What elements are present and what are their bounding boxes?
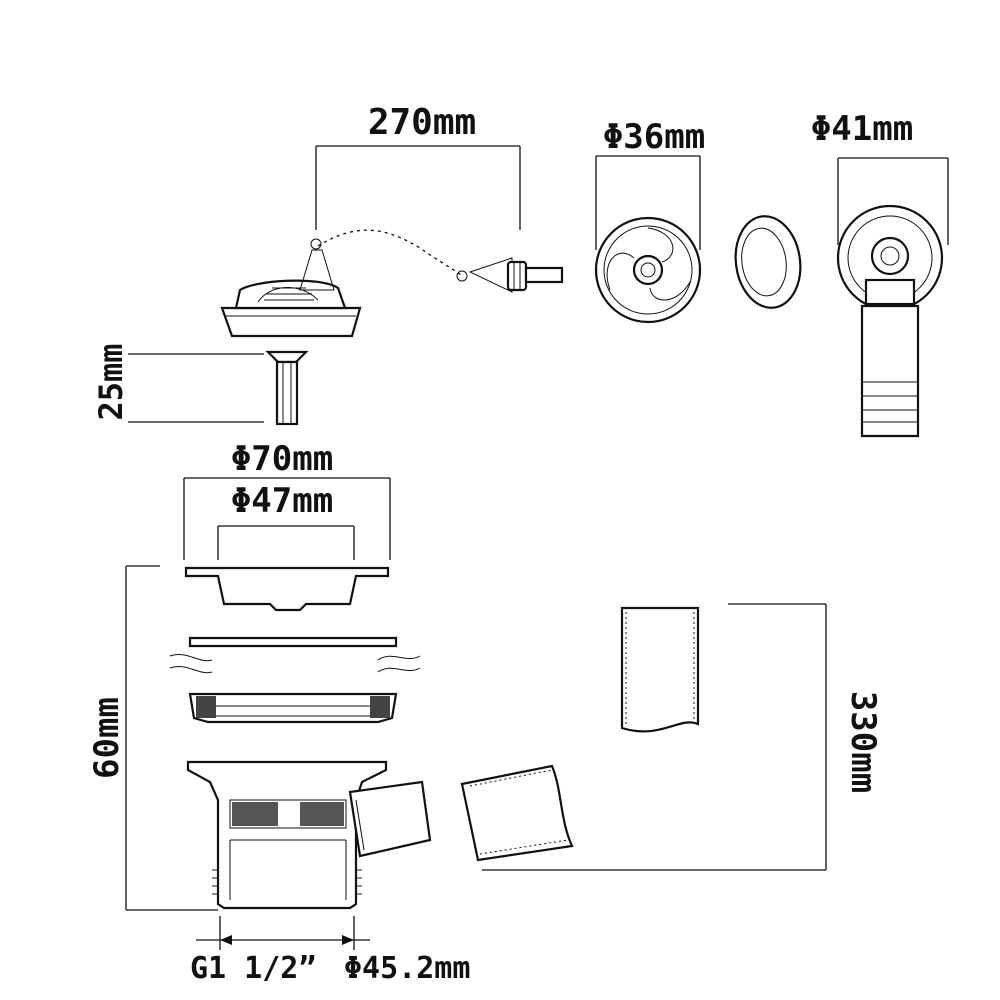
- screw-length-label: 25mm: [92, 343, 130, 420]
- chain-dimension: 270mm: [315, 102, 521, 230]
- screw: [265, 350, 309, 426]
- hose-length-dimension: 330mm: [482, 603, 883, 871]
- screw-dimension: 25mm: [92, 343, 264, 423]
- overflow-hose-top: [620, 606, 700, 733]
- body-height-label: 60mm: [87, 697, 127, 779]
- overflow-diameter-label: Φ41mm: [811, 109, 913, 149]
- flange-outer-label: Φ70mm: [231, 439, 333, 479]
- overflow-hose-bottom: [460, 764, 574, 862]
- body-height-dimension: 60mm: [87, 565, 218, 911]
- strainer-body: [186, 760, 432, 910]
- flange-inner-label: Φ47mm: [231, 481, 333, 521]
- thread-size-label: G1 1/2”: [190, 951, 316, 986]
- thread-dimension: G1 1/2” Φ45.2mm: [190, 916, 470, 986]
- chain-length-label: 270mm: [368, 102, 476, 143]
- strainer-flange: [184, 566, 390, 612]
- stopper-plug: [220, 279, 362, 338]
- gasket-ring: [734, 215, 802, 309]
- overflow-cap: Φ36mm: [594, 117, 705, 324]
- flange-dimension: Φ70mm Φ47mm: [183, 439, 391, 560]
- seal-ring: [169, 654, 421, 674]
- cap-diameter-label: Φ36mm: [603, 117, 705, 157]
- rubber-gasket: [188, 692, 398, 724]
- overflow-head: Φ41mm: [811, 109, 949, 438]
- hose-length-label: 330mm: [843, 691, 883, 793]
- chain: [299, 229, 564, 293]
- washer-plate: [188, 636, 398, 648]
- thread-diameter-label: Φ45.2mm: [344, 951, 470, 986]
